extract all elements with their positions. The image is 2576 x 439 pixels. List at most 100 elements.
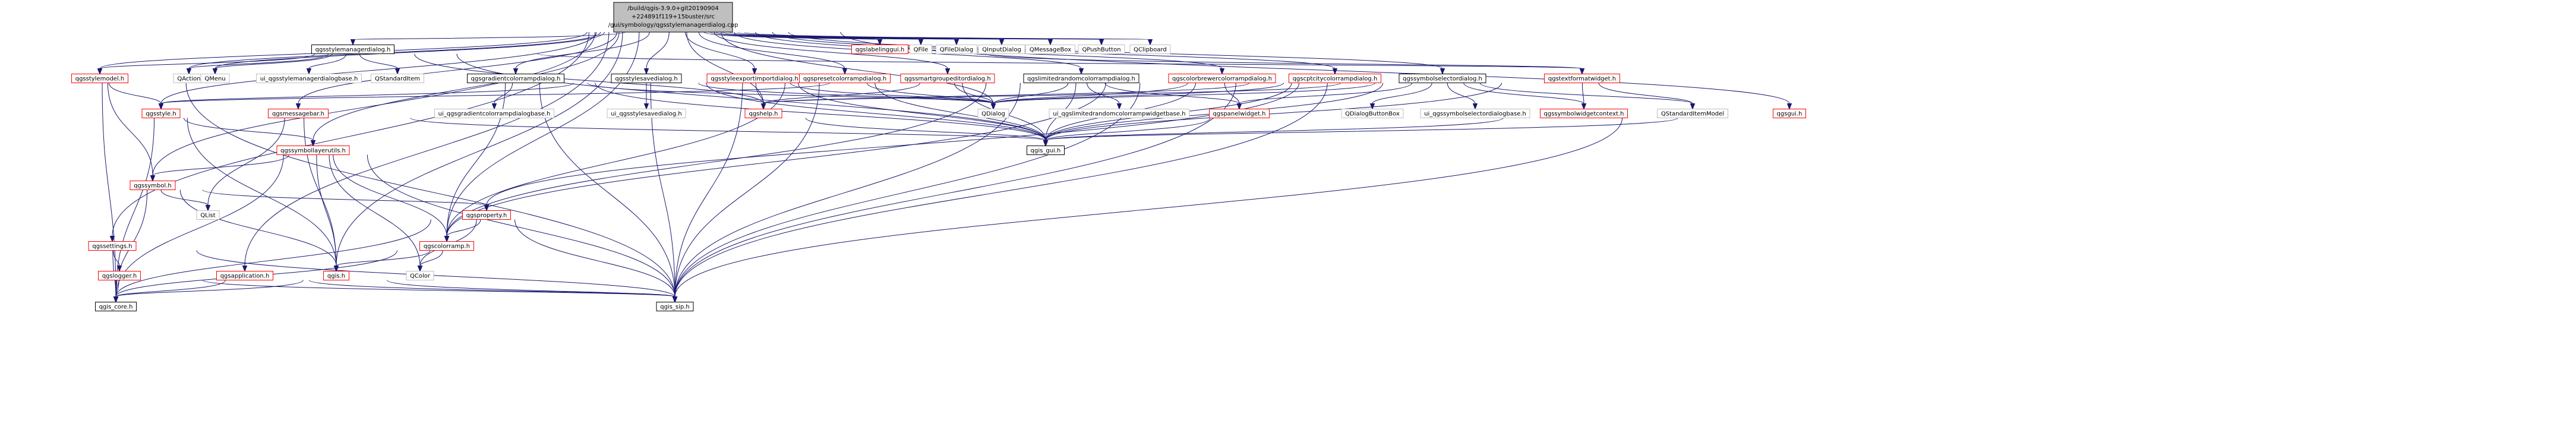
node-qgssymbollayerutils-h[interactable]: qgssymbollayerutils.h <box>276 146 350 155</box>
node-box <box>910 45 932 54</box>
node-qgsstylemanagerdialog-h[interactable]: qgsstylemanagerdialog.h <box>311 45 394 54</box>
node-qgssymbol-h[interactable]: qgssymbol.h <box>130 181 176 190</box>
node-qgssymbolwidgetcontext-h[interactable]: qgssymbolwidgetcontext.h <box>1540 109 1628 118</box>
node-QStandardItemModel: QStandardItemModel <box>1657 109 1728 118</box>
node-label: qgsgradientcolorrampdialog.h <box>471 76 561 83</box>
node-box <box>607 109 686 118</box>
edge-line <box>312 31 620 141</box>
edge-line <box>102 83 116 297</box>
edge-line <box>336 250 431 266</box>
edge-line <box>1447 83 1476 104</box>
node-qgsproperty-h[interactable]: qgsproperty.h <box>462 210 511 220</box>
edge-line <box>721 31 994 104</box>
node-qgis-h[interactable]: qgis.h <box>323 271 349 280</box>
node-qgis-gui-h[interactable]: qgis_gui.h <box>1027 146 1065 155</box>
node-QMessageBox: QMessageBox <box>1025 45 1075 54</box>
node-box <box>1129 45 1171 54</box>
node-qgspresetcolorrampdialog-h[interactable]: qgspresetcolorrampdialog.h <box>799 74 891 83</box>
edge-line <box>108 83 162 104</box>
edge-line <box>115 280 119 297</box>
node-box <box>268 109 329 118</box>
edge-qgscolorbrewercolorrampdialog-h-to-qgscolorramp-h <box>444 83 1106 242</box>
node-qgslabelinggui-h[interactable]: qgslabelinggui.h <box>851 45 908 54</box>
edge-line <box>185 83 675 297</box>
node-qgsmessagebar-h[interactable]: qgsmessagebar.h <box>268 109 329 118</box>
node-label: QStandardItemModel <box>1661 111 1724 118</box>
node-qgssymbolselectordialog-h[interactable]: qgssymbolselectordialog.h <box>1399 74 1486 83</box>
node-qgstextformatwidget-h[interactable]: qgstextformatwidget.h <box>1544 74 1620 83</box>
node-qgsstylemodel-h[interactable]: qgsstylemodel.h <box>71 74 128 83</box>
edge-qgstextformatwidget-h-to-qgssymbolwidgetcontext-h <box>1581 83 1587 110</box>
edge-arrowhead <box>1078 68 1084 75</box>
edge-line <box>715 31 957 40</box>
node-ui-qgsstylesavedialog-h: ui_qgsstylesavedialog.h <box>607 109 686 118</box>
edge-line <box>336 31 623 266</box>
edge-line <box>352 31 626 40</box>
edge-root-to-QInputDialog <box>722 31 1005 46</box>
node-label: qgscolorramp.h <box>424 244 470 250</box>
edge-line <box>674 83 1141 297</box>
node-qgis-sip-h[interactable]: qgis_sip.h <box>656 302 694 311</box>
edge-line <box>486 83 1300 206</box>
node-label: ui_qgslimitedrandomcolorrampwidgetbase.h <box>1053 111 1185 118</box>
node-box <box>311 45 394 54</box>
edge-line <box>244 31 610 266</box>
edge-arrowhead <box>1472 103 1478 110</box>
edge-arrowhead <box>877 39 883 46</box>
node-box <box>744 109 782 118</box>
node-qgssmartgroupeditordialog-h[interactable]: qgssmartgroupeditordialog.h <box>900 74 995 83</box>
edge-arrowhead <box>945 68 951 75</box>
node-label: qgslogger.h <box>102 273 137 280</box>
edge-arrowhead <box>1581 103 1587 110</box>
node-box <box>1168 74 1276 83</box>
edge-qgsstylemanagerdialog-h-to-QMenu <box>212 53 333 75</box>
edge-line <box>1581 83 1584 104</box>
node-qgsstyle-h[interactable]: qgsstyle.h <box>141 109 181 118</box>
edge-arrowhead <box>1043 140 1049 147</box>
node-box <box>978 45 1025 54</box>
node-label: qgis_sip.h <box>660 304 690 311</box>
edge-qgsstyleexportimportdialog-h-to-qgis-gui-h <box>798 83 1049 147</box>
edge-qgsgradientcolorrampdialog-h-to-QDialog <box>587 83 996 110</box>
node-box <box>900 74 995 83</box>
node-QClipboard: QClipboard <box>1129 45 1171 54</box>
node-qgsstylesavedialog-h[interactable]: qgsstylesavedialog.h <box>611 74 682 83</box>
node-qgsstyleexportimportdialog-h[interactable]: qgsstyleexportimportdialog.h <box>706 74 803 83</box>
node-qgscolorbrewercolorrampdialog-h[interactable]: qgscolorbrewercolorrampdialog.h <box>1168 74 1276 83</box>
node-qgis-core-h[interactable]: qgis_core.h <box>95 302 137 311</box>
edge-line <box>152 154 289 176</box>
node-label: QMenu <box>204 76 225 83</box>
edge-qgssymbollayerutils-h-to-qgis-h <box>316 154 339 272</box>
edge-line <box>1598 83 1693 104</box>
edge-line <box>763 83 1341 104</box>
edge-line <box>183 118 314 141</box>
node-qgslogger-h[interactable]: qgslogger.h <box>98 271 141 280</box>
node-qgspanelwidget-h[interactable]: qgspanelwidget.h <box>1209 109 1270 118</box>
node-qgshelp-h[interactable]: qgshelp.h <box>744 109 782 118</box>
node-qgsapplication-h[interactable]: qgsapplication.h <box>216 271 273 280</box>
edge-qgslimitedrandomcolorrampdialog-h-to-qgis-sip-h <box>672 83 1021 303</box>
node-qgscptcitycolorrampdialog-h[interactable]: qgscptcitycolorrampdialog.h <box>1289 74 1381 83</box>
node-qgsgui-h[interactable]: qgsgui.h <box>1773 109 1806 118</box>
node-label: qgshelp.h <box>749 111 778 118</box>
edge-line <box>308 53 347 69</box>
node-qgscolorramp-h[interactable]: qgscolorramp.h <box>419 241 474 251</box>
edge-line <box>674 83 743 297</box>
edge-arrowhead <box>954 39 959 46</box>
node-qgsgradientcolorrampdialog-h[interactable]: qgsgradientcolorrampdialog.h <box>467 74 564 83</box>
edge-line <box>685 31 755 69</box>
node-box <box>1341 109 1404 118</box>
edge-qgis-h-to-qgis-core-h <box>113 280 304 303</box>
node-box <box>130 181 176 190</box>
edge-line <box>993 83 1376 104</box>
edge-arrowhead <box>760 103 766 110</box>
node-box <box>467 74 564 83</box>
edge-qgsstylemanagerdialog-h-to-ui-qgsstylemanagerdialogbase-h <box>306 53 347 75</box>
edge-arrowhead <box>113 296 119 303</box>
node-qgslimitedrandomcolorrampdialog-h[interactable]: qgslimitedrandomcolorrampdialog.h <box>1023 74 1139 83</box>
node-label: QClipboard <box>1134 47 1167 53</box>
node-box <box>1420 109 1530 118</box>
node-qgssettings-h[interactable]: qgssettings.h <box>88 241 137 251</box>
node-QStandardItem: QStandardItem <box>371 74 424 83</box>
edge-root-to-QClipboard <box>744 31 1153 46</box>
